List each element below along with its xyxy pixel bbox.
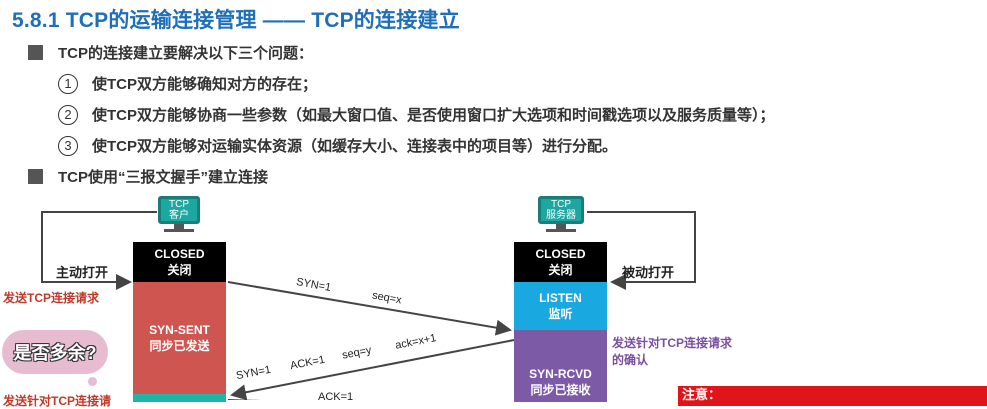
server-synrcvd-en: SYN-RCVD bbox=[529, 367, 592, 381]
passive-open-arrow bbox=[587, 211, 696, 290]
circled-number-3: 3 bbox=[58, 135, 78, 156]
problem-item-3: 3 使TCP双方能够对运输实体资源（如缓存大小、连接表中的项目等）进行分配。 bbox=[58, 135, 617, 156]
client-synsent-en: SYN-SENT bbox=[149, 323, 210, 337]
problem-item-1-text: 使TCP双方能够确知对方的存在； bbox=[92, 76, 318, 93]
server-state-closed: CLOSED 关闭 bbox=[514, 242, 607, 282]
server-state-listen: LISTEN 监听 bbox=[514, 282, 607, 330]
circled-number-2: 2 bbox=[58, 104, 78, 125]
server-listen-en: LISTEN bbox=[539, 291, 582, 305]
client-state-closed: CLOSED 关闭 bbox=[133, 242, 226, 282]
bullet-handshake: TCP使用“三报文握手”建立连接 bbox=[28, 166, 268, 187]
active-open-arrow bbox=[41, 211, 157, 290]
send-request-label: 发送TCP连接请求 bbox=[3, 291, 100, 305]
passive-open-label: 被动打开 bbox=[622, 265, 675, 280]
client-pc-label-1: TCP bbox=[169, 199, 189, 210]
server-pc-label-2: 服务器 bbox=[546, 210, 576, 221]
server-state-syn-rcvd: SYN-RCVD 同步已接收 bbox=[514, 330, 607, 402]
bullet-square-icon bbox=[28, 169, 43, 184]
syn-segment-arrow bbox=[227, 281, 512, 336]
bubble-dot bbox=[88, 377, 97, 386]
note-box: 注意： bbox=[678, 386, 987, 406]
client-state-established-partial bbox=[133, 394, 226, 402]
server-listen-zh: 监听 bbox=[548, 307, 573, 321]
client-closed-zh: 关闭 bbox=[167, 263, 192, 277]
bullet-problems: TCP的连接建立要解决以下三个问题： bbox=[28, 42, 313, 63]
bullet-problems-text: TCP的连接建立要解决以下三个问题： bbox=[58, 45, 314, 62]
server-computer-icon: TCP 服务器 bbox=[538, 196, 584, 232]
server-closed-zh: 关闭 bbox=[548, 263, 573, 277]
active-open-label: 主动打开 bbox=[56, 265, 109, 280]
bullet-square-icon bbox=[28, 45, 43, 60]
problem-item-2-text: 使TCP双方能够协商一些参数（如最大窗口值、是否使用窗口扩大选项和时间戳选项以及… bbox=[92, 107, 775, 124]
server-synrcvd-zh: 同步已接收 bbox=[530, 383, 591, 397]
client-synsent-zh: 同步已发送 bbox=[149, 339, 210, 353]
server-confirm-label-2: 的确认 bbox=[612, 353, 649, 367]
circled-number-1: 1 bbox=[58, 73, 78, 94]
problem-item-1: 1 使TCP双方能够确知对方的存在； bbox=[58, 73, 317, 94]
send-confirm-label: 发送针对TCP连接请 bbox=[3, 394, 112, 408]
server-pc-label-1: TCP bbox=[551, 199, 571, 210]
bullet-handshake-text: TCP使用“三报文握手”建立连接 bbox=[58, 169, 269, 186]
server-confirm-label-1: 发送针对TCP连接请求 bbox=[612, 336, 733, 350]
client-pc-label-2: 客户 bbox=[169, 210, 189, 221]
problem-item-3-text: 使TCP双方能够对运输实体资源（如缓存大小、连接表中的项目等）进行分配。 bbox=[92, 138, 618, 155]
redundant-question-bubble: 是否多余? bbox=[2, 330, 108, 374]
server-closed-en: CLOSED bbox=[535, 247, 586, 261]
client-computer-icon: TCP 客户 bbox=[158, 196, 200, 232]
problem-item-2: 2 使TCP双方能够协商一些参数（如最大窗口值、是否使用窗口扩大选项和时间戳选项… bbox=[58, 104, 775, 125]
synack-segment-arrow bbox=[230, 339, 515, 400]
client-closed-en: CLOSED bbox=[154, 247, 205, 261]
handshake-arrows bbox=[41, 211, 696, 400]
client-state-syn-sent: SYN-SENT 同步已发送 bbox=[133, 282, 226, 394]
page-title: 5.8.1 TCP的运输连接管理 —— TCP的连接建立 bbox=[12, 9, 460, 32]
ack3-text: ACK=1 bbox=[318, 391, 354, 403]
